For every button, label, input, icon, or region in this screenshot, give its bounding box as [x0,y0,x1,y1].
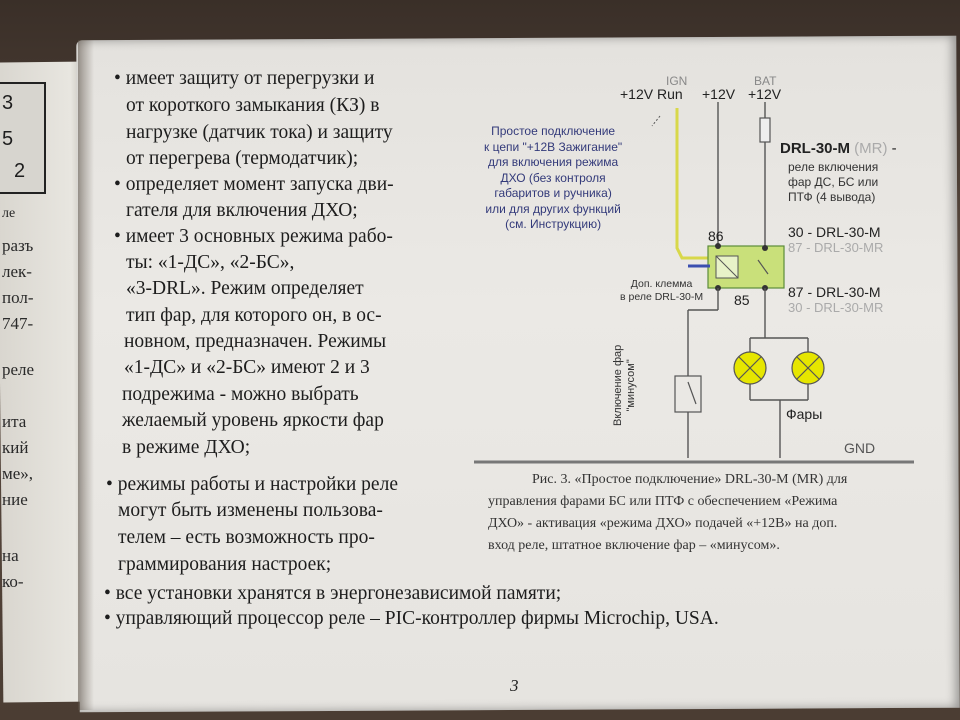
switch-label-line: Включение фар [612,344,624,426]
left-text-fragment: 747- [2,314,34,333]
wiring-diagram-lines [474,102,914,464]
pin-87-label: 87 - DRL-30-M [788,284,881,300]
pin-85-label: 85 [734,292,750,308]
body-text-line: в режиме ДХО; [122,437,251,458]
box-number: 5 [2,128,14,150]
left-text-fragment: реле [2,360,35,379]
body-text-line: нагрузке (датчик тока) и защиту [126,122,393,143]
note-pointer [651,115,661,127]
box-number: 2 [14,160,26,182]
switch-icon [674,375,702,413]
body-text-line: • имеет 3 основных режима рабо- [114,226,393,247]
left-text-fragment: ита [2,412,27,431]
left-text-fragment: ние [2,490,28,509]
ign-label: IGN [666,74,688,88]
relay-coil-icon [715,255,739,279]
body-text-line: подрежима - можно выбрать [122,384,359,405]
gnd-label: GND [844,440,876,456]
body-text-line: желаемый уровень яркости фар [122,410,384,431]
bat-label: BAT [754,74,777,88]
relay-contact-icon [757,259,769,275]
body-text-line: гателя для включения ДХО; [126,200,358,221]
body-text-line: тип фар, для которого он, в ос- [126,305,382,326]
body-text-line: • определяет момент запуска дви- [114,174,394,195]
note-line: ДХО (без контроля [500,170,606,185]
wiring-diagram: IGN BAT +12V Run +12V +12V Простое подкл… [462,70,922,470]
relay-desc-line: фар ДС, БС или [788,175,879,189]
relay-model-alt: (MR) [854,140,888,157]
left-text-fragment: лек- [2,262,32,281]
power-label: +12V [702,86,736,102]
lamp-icon [796,356,820,380]
figure-caption-line: управления фарами БС или ПТФ с обеспечен… [488,494,838,509]
battery-label: +12V [748,86,782,102]
run-label: +12V Run [620,86,683,102]
body-text-line: от короткого замыкания (КЗ) в [126,95,380,116]
body-text-line: • режимы работы и настройки реле [106,474,398,495]
pin-86-label: 86 [708,228,724,244]
left-text-fragment: пол- [2,288,34,307]
left-text-fragment: кий [2,438,29,457]
pin-30-label: 30 - DRL-30-M [788,224,881,240]
lamps-label: Фары [786,406,823,422]
left-text-fragment: на [2,546,19,565]
switch-icon [687,381,697,405]
body-text-line: • все установки хранятся в энергонезавис… [104,583,562,604]
figure-caption-line: вход реле, штатное включение фар – «мину… [488,538,780,553]
relay-title-dash: - [891,140,897,157]
extra-terminal-line: в реле DRL-30-M [620,291,704,303]
left-text-fragment: ко- [2,572,24,591]
switch-label: Включение фар "минусом" [612,345,638,426]
relay-desc-line: реле включения [788,160,879,174]
left-text-fragment: ле [2,206,16,221]
body-text-line: • имеет защиту от перегрузки и [114,68,375,89]
extra-terminal-label: Доп. клемма в реле DRL-30-M [620,278,703,304]
note-line: для включения режима [487,155,619,169]
page-gutter [78,40,94,710]
relay-model: DRL-30-M [780,140,850,157]
switch-label-line: "минусом" [625,359,637,412]
pin-87-alt-label: 30 - DRL-30-MR [788,300,884,315]
figure-caption-line: Рис. 3. «Простое подключение» DRL-30-M (… [532,472,848,487]
body-text-line: телем – есть возможность про- [118,527,375,548]
left-text-fragment: ме», [2,464,34,483]
body-text-line: могут быть изменены пользова- [118,500,383,521]
left-page-diagram-box: 3 5 2 [0,82,46,194]
page-number: 3 [510,676,519,695]
left-text-fragment: разъ [2,236,34,255]
note-line: к цепи "+12В Зажигание" [484,139,623,154]
box-number: 3 [2,92,14,114]
body-text-line: «1-ДС» и «2-БС» имеют 2 и 3 [124,357,370,378]
body-text-line: «3-DRL». Режим определяет [126,278,364,299]
note-line: Простое подключение [491,124,616,138]
relay-desc-line: ПТФ (4 вывода) [788,190,876,204]
body-text-line: новном, предназначен. Режимы [124,331,387,352]
extra-terminal-line: Доп. клемма [630,278,693,290]
note-line: (см. Инструкцию) [505,217,602,231]
ign-wire [675,108,717,260]
note-line: габаритов и ручника) [494,186,612,200]
body-text-line: от перегрева (термодатчик); [126,148,359,169]
terminal-30 [762,245,768,251]
relay-description: реле включения фар ДС, БС или ПТФ (4 выв… [788,160,878,205]
body-text-line: граммирования настроек; [118,554,332,575]
body-text-line: ты: «1-ДС», «2-БС», [126,252,295,273]
terminal-86 [715,243,721,249]
pin-30-alt-label: 87 - DRL-30-MR [788,240,884,255]
figure-caption-line: ДХО» - активация «режима ДХО» подачей «+… [488,516,838,531]
relay-title: DRL-30-M (MR) - [780,140,897,157]
body-text-line: • управляющий процессор реле – PIC-контр… [104,608,719,629]
connection-note: Простое подключение к цепи "+12В Зажиган… [484,124,622,233]
note-line: или для других функций [485,201,621,216]
fuse-icon [759,117,771,143]
lamp-icon [738,356,762,380]
